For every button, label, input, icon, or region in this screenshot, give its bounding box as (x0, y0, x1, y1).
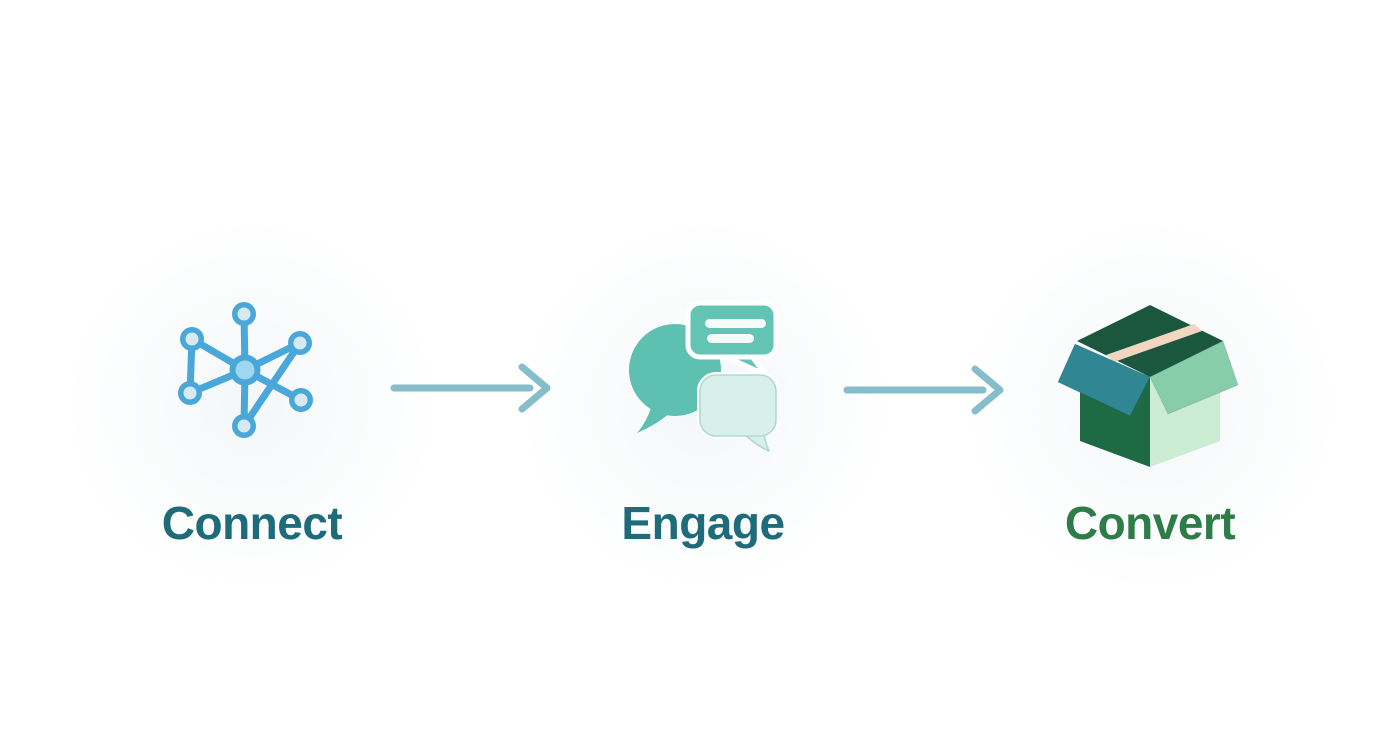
box-flaps (1057, 340, 1239, 417)
arrow-right-icon (843, 365, 1004, 415)
network-nodes (178, 302, 313, 438)
chat-bubbles-icon (629, 300, 779, 452)
arrow-right-icon (390, 363, 551, 413)
step-label-connect: Connect (161, 497, 343, 549)
step-label-convert: Convert (1064, 497, 1236, 549)
step-label-engage: Engage (621, 497, 785, 549)
chat-bubble-light (697, 372, 779, 452)
network-nodes-icon (178, 302, 313, 438)
chat-bubble-top (685, 300, 779, 378)
open-box-icon (1057, 305, 1239, 467)
